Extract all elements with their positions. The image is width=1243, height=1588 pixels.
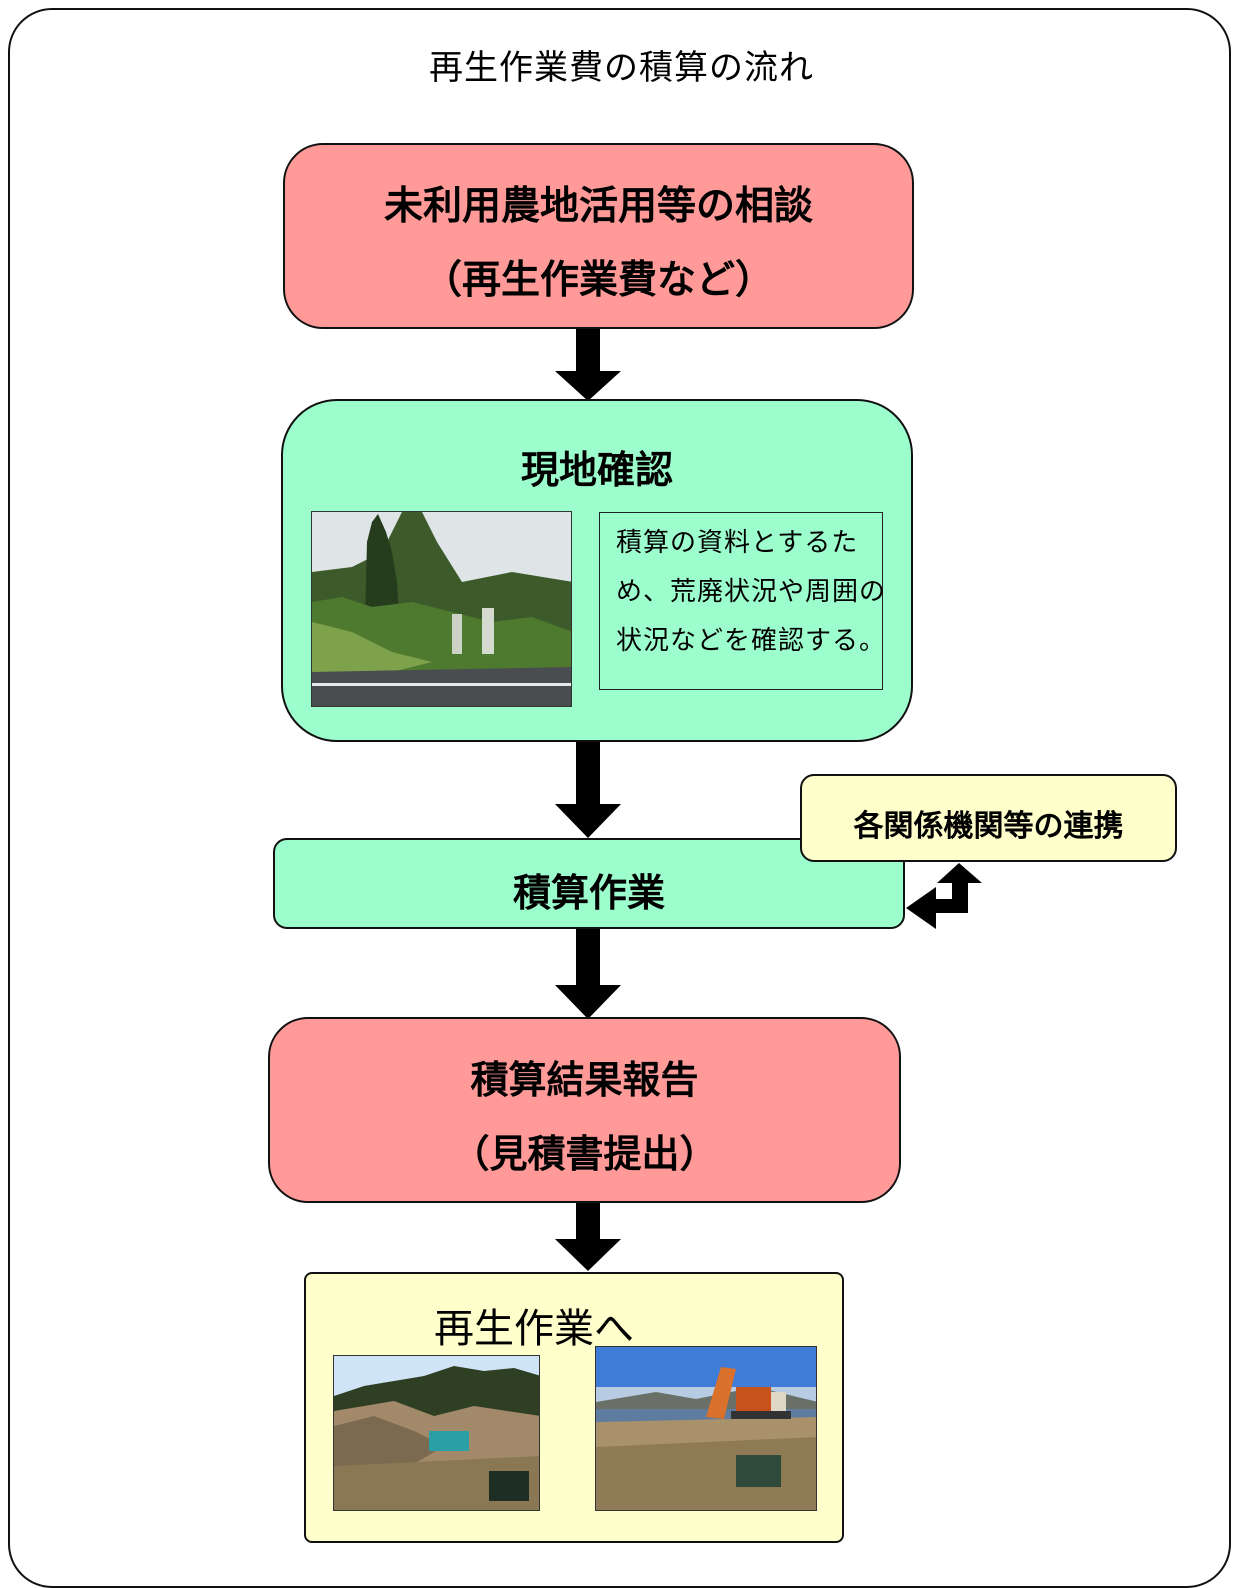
survey-note-line-3: 状況などを確認する。	[616, 626, 887, 656]
work-photo-mowing	[333, 1355, 540, 1511]
liaison-label: 各関係機関等の連携	[853, 809, 1124, 844]
liaison-box: 各関係機関等の連携	[800, 774, 1177, 862]
work-label: 再生作業へ	[434, 1306, 634, 1352]
report-line-2: （見積書提出）	[451, 1132, 718, 1176]
survey-label: 現地確認	[520, 448, 673, 492]
bidirectional-arrow-icon	[906, 863, 982, 929]
consultation-line-2: （再生作業費など）	[422, 258, 774, 303]
survey-note-line-1: 積算の資料とするた	[616, 528, 859, 558]
step-estimation: 積算作業	[273, 838, 905, 929]
down-arrow-icon	[555, 329, 621, 401]
survey-note-line-2: め、荒廃状況や周囲の	[616, 577, 887, 607]
down-arrow-icon	[555, 1203, 621, 1271]
step-consultation: 未利用農地活用等の相談 （再生作業費など）	[283, 143, 914, 329]
survey-note: 積算の資料とするた め、荒廃状況や周囲の 状況などを確認する。	[599, 512, 887, 690]
page-title: 再生作業費の積算の流れ	[429, 48, 814, 88]
report-line-1: 積算結果報告	[470, 1058, 699, 1102]
site-survey-photo	[311, 511, 572, 707]
work-photo-excavator	[595, 1346, 817, 1511]
step-report: 積算結果報告 （見積書提出）	[268, 1017, 901, 1203]
down-arrow-icon	[555, 929, 621, 1019]
estimation-label: 積算作業	[512, 871, 665, 915]
consultation-line-1: 未利用農地活用等の相談	[383, 184, 813, 229]
down-arrow-icon	[555, 742, 621, 838]
